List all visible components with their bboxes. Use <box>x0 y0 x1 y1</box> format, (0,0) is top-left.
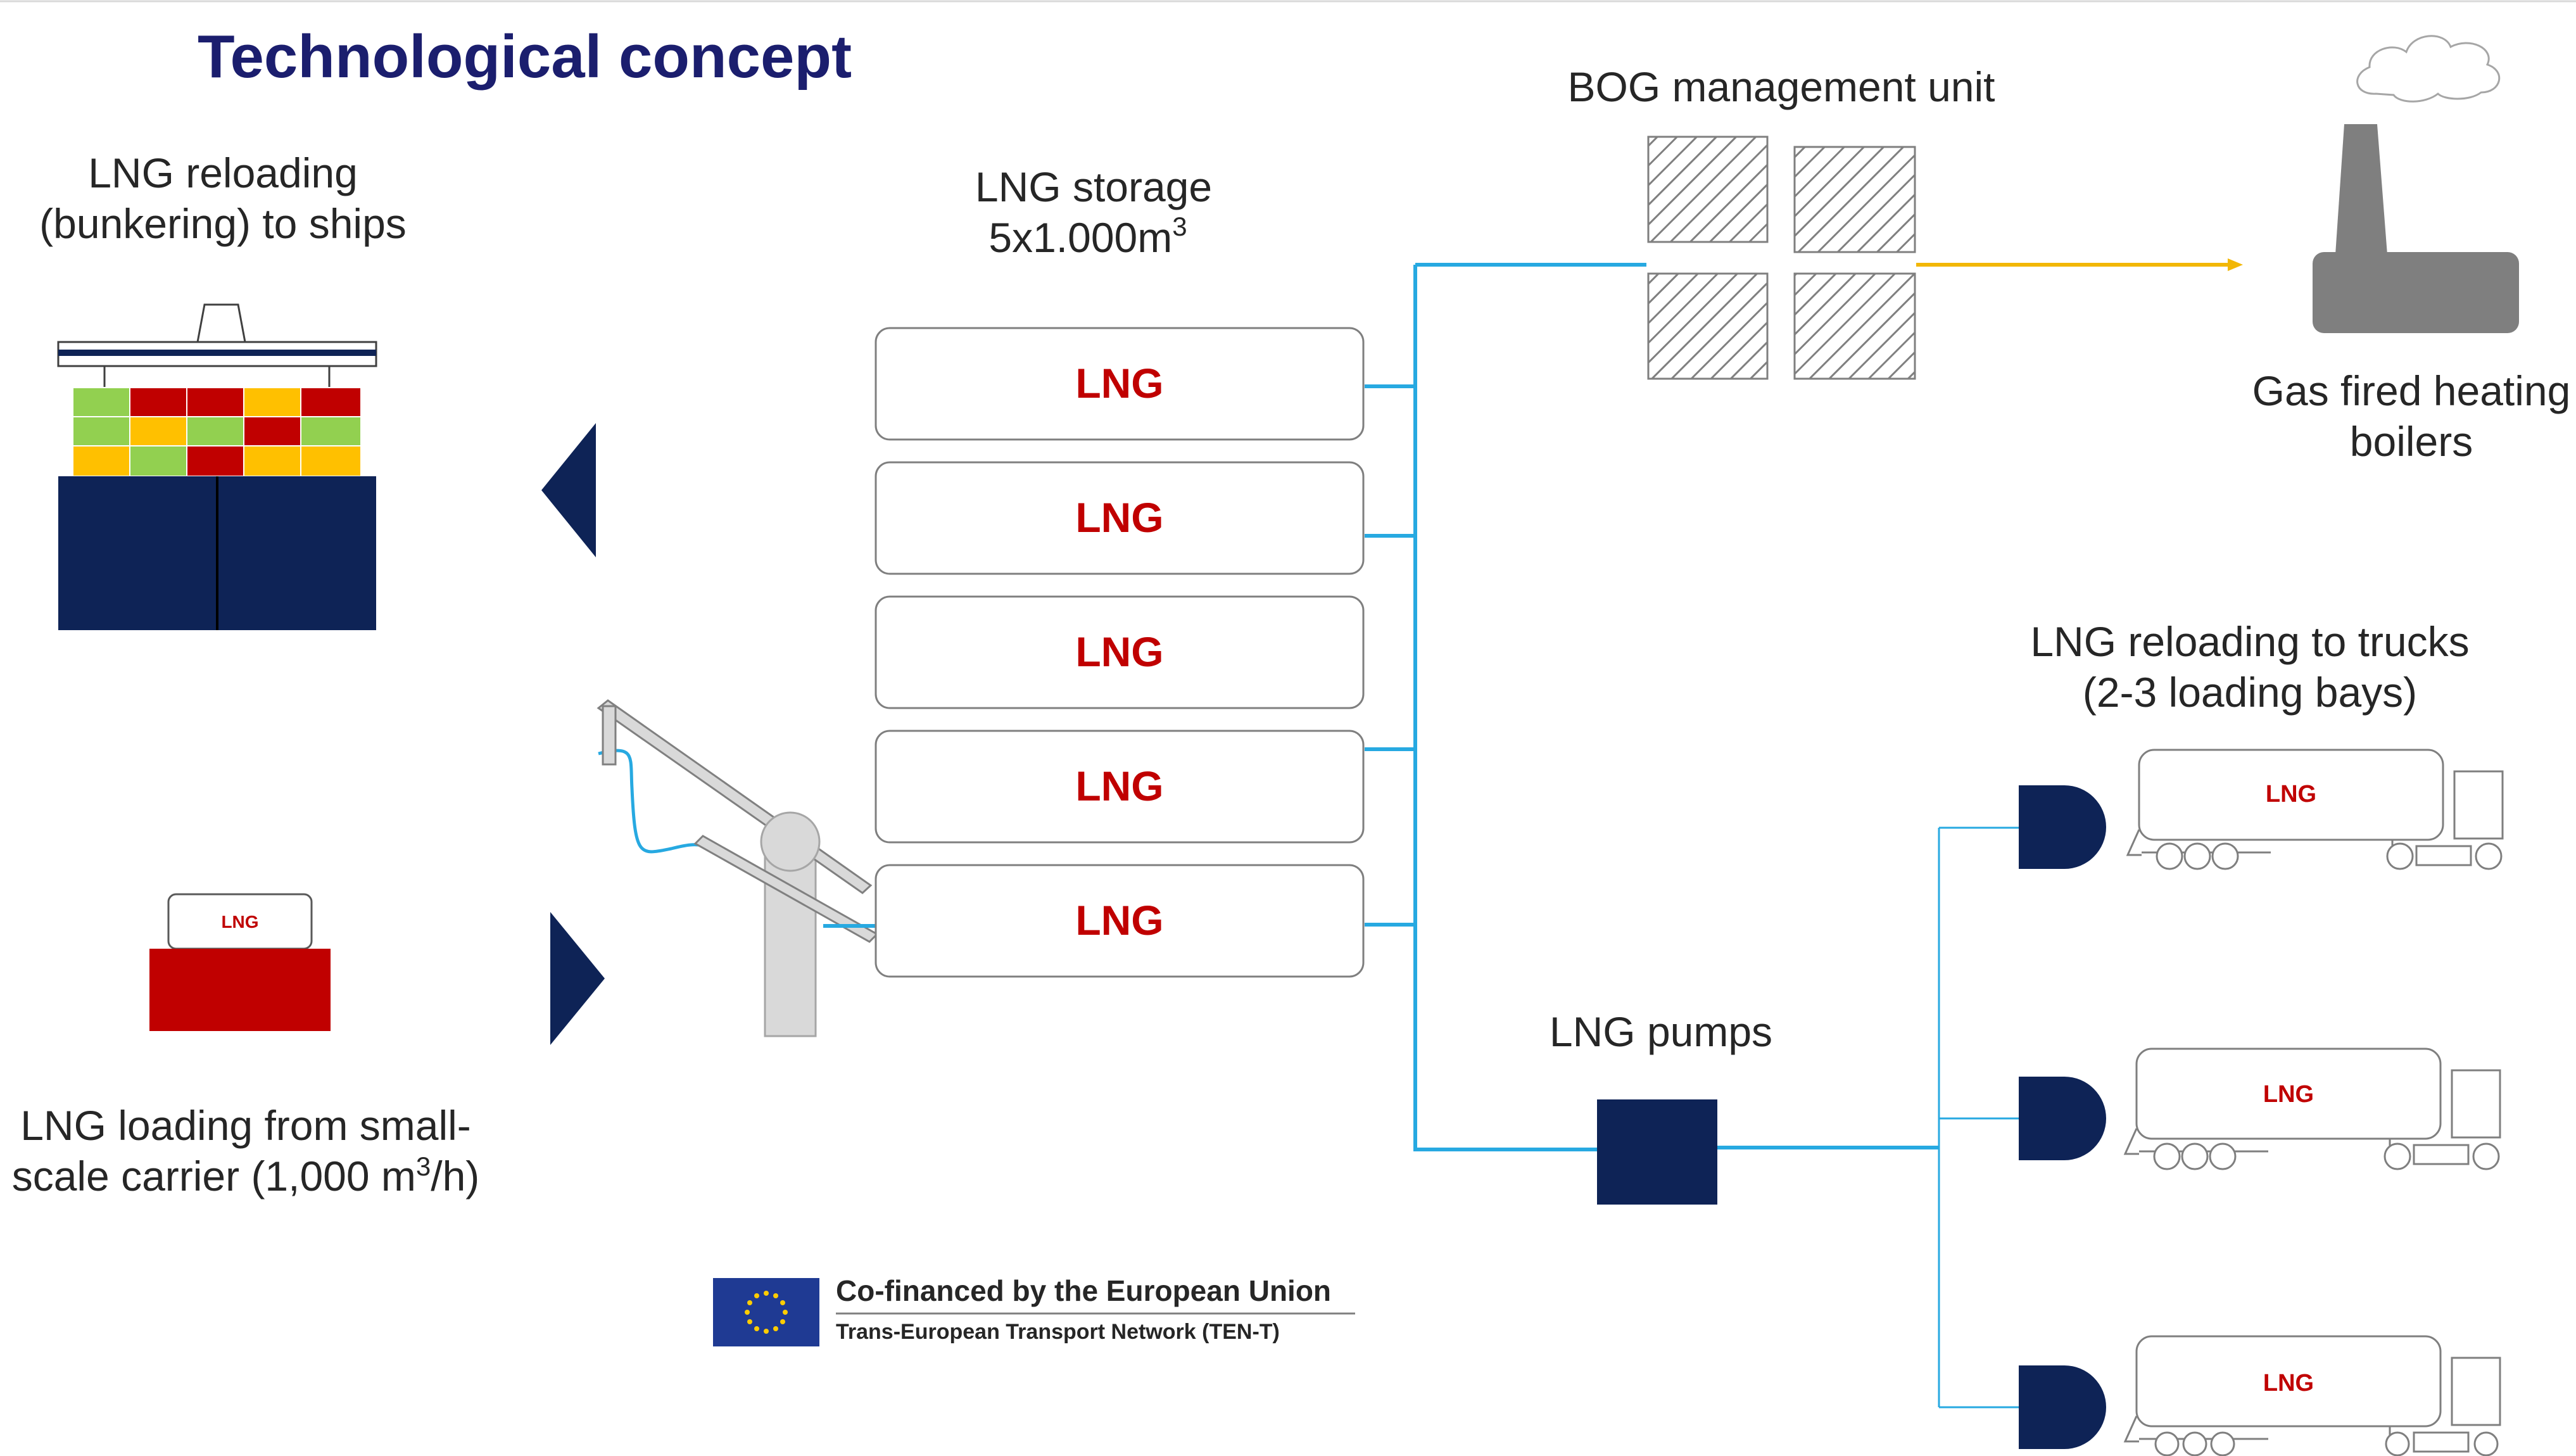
tanker-truck-icon <box>2126 749 2504 870</box>
storage-tank <box>874 864 1365 978</box>
loading-bay-icon <box>2019 1365 2106 1449</box>
storage-tank <box>874 461 1365 575</box>
carrier-label-line2: scale carrier (1,000 m3/h) <box>12 1151 480 1200</box>
loading-bay-icon <box>2019 785 2106 869</box>
tank-label: LNG <box>1075 494 1163 541</box>
carrier-lng-label: LNG <box>221 912 258 932</box>
container-ship-icon <box>57 303 377 630</box>
storage-tank <box>874 327 1365 441</box>
truck-lng-label: LNG <box>2263 1370 2314 1396</box>
carrier-label-line1: LNG loading from small- <box>20 1102 471 1149</box>
tank-label: LNG <box>1075 763 1163 809</box>
eu-cofinanced-line1: Co-financed by the European Union <box>836 1274 1331 1307</box>
arrow-right-icon <box>550 912 605 1045</box>
loading-bay-icon <box>2019 1077 2106 1160</box>
lng-storage-tanks <box>874 327 1365 978</box>
tanker-truck-icon <box>2123 1335 2501 1456</box>
arrow-left-icon <box>541 423 596 557</box>
storage-tank <box>874 730 1365 844</box>
tanker-truck-icon <box>2123 1048 2501 1170</box>
eu-flag-icon <box>713 1278 819 1346</box>
tank-label: LNG <box>1075 897 1163 944</box>
storage-label-line2: 5x1.000m3 <box>988 212 1187 261</box>
pipe-network <box>1365 263 2021 1409</box>
pumps-label: LNG pumps <box>1550 1008 1772 1055</box>
lng-pump-icon <box>1597 1099 1717 1205</box>
tank-label: LNG <box>1075 360 1163 407</box>
boilers-label-line2: boilers <box>2350 418 2473 465</box>
loading-arm-icon <box>597 699 879 1037</box>
bog-unit-icon <box>1647 136 1916 380</box>
bog-label: BOG management unit <box>1567 63 1995 110</box>
page-title: Technological concept <box>198 23 852 91</box>
lng-carrier-icon <box>149 893 331 1031</box>
trucks-label-line1: LNG reloading to trucks <box>2030 618 2469 665</box>
boiler-chimney-icon <box>2313 35 2519 333</box>
bunkering-label-line2: (bunkering) to ships <box>39 200 407 247</box>
storage-label-line1: LNG storage <box>975 163 1212 210</box>
boilers-label-line1: Gas fired heating <box>2252 367 2571 414</box>
eu-cofinanced-line2: Trans-European Transport Network (TEN-T) <box>836 1320 1280 1344</box>
gas-line-arrowhead <box>2228 258 2243 271</box>
trucks-label-line2: (2-3 loading bays) <box>2083 669 2417 716</box>
storage-tank <box>874 595 1365 709</box>
tank-label: LNG <box>1075 628 1163 675</box>
truck-lng-label: LNG <box>2266 781 2316 807</box>
truck-lng-label: LNG <box>2263 1081 2314 1108</box>
bunkering-label-line1: LNG reloading <box>88 149 358 196</box>
